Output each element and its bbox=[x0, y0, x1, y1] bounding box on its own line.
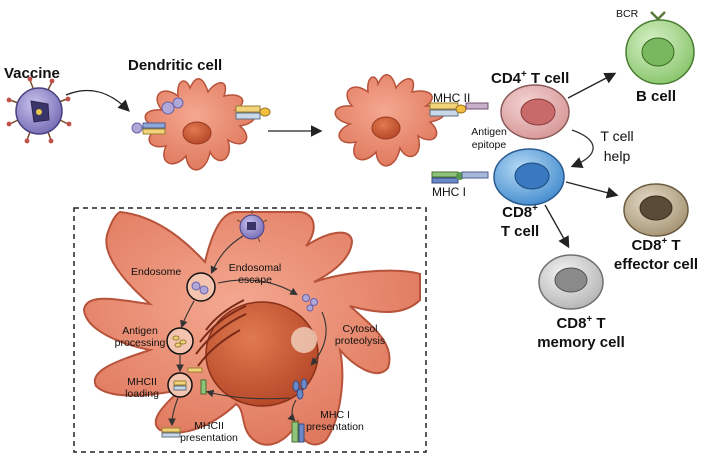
effector-arrow bbox=[565, 181, 619, 199]
cd8-line2: T cell bbox=[500, 223, 540, 240]
cd8-memory-text: CD8 bbox=[556, 315, 587, 332]
dendritic-cell-2 bbox=[334, 74, 467, 184]
b-cell-label: B cell bbox=[636, 88, 677, 105]
cd8-memory-superscript: + bbox=[586, 314, 593, 325]
uptake-arrow bbox=[65, 89, 130, 112]
cd8-effector-superscript: + bbox=[661, 236, 668, 247]
cd8-memory-cell bbox=[538, 254, 604, 310]
mhc1-presentation-label: MHC I presentation bbox=[300, 409, 370, 433]
dendritic-cell-label: Dendritic cell bbox=[128, 57, 223, 74]
b-cell-arrow bbox=[567, 72, 617, 99]
antigen-processing-line2: processing bbox=[114, 337, 166, 349]
mhc2-presentation-line2: presentation bbox=[180, 432, 238, 444]
mhc2-label: MHC II bbox=[433, 91, 471, 105]
cd8-memory-label: CD8+ T memory cell bbox=[526, 314, 636, 352]
cd8-superscript: + bbox=[532, 203, 538, 214]
t-cell-help-label: T cell help bbox=[593, 126, 641, 166]
cytosol-line2: proteolysis bbox=[334, 335, 386, 347]
cd8-t-cell-label: CD8+ T cell bbox=[492, 203, 548, 241]
mhc1-peptides bbox=[292, 378, 308, 400]
bcr-label: BCR bbox=[616, 8, 639, 20]
cd8-effector-text: CD8 bbox=[631, 237, 662, 254]
antigen-epitope-label: Antigen epitope bbox=[463, 126, 515, 152]
cd8-text: CD8 bbox=[502, 204, 533, 221]
mhc1-label: MHC I bbox=[432, 185, 466, 199]
cytosol-line1: Cytosol bbox=[342, 323, 378, 335]
vaccine-particle bbox=[6, 76, 72, 144]
escape-vesicles bbox=[302, 294, 318, 312]
cd8-t-cell bbox=[461, 148, 565, 206]
cytosol-proteolysis-label: Cytosol proteolysis bbox=[330, 323, 390, 347]
cd4-tail: T cell bbox=[526, 70, 570, 87]
cd8-memory-tail: T bbox=[592, 315, 606, 332]
vaccine-label: Vaccine bbox=[4, 65, 60, 82]
mhc1-inset-molecule bbox=[291, 421, 305, 443]
b-cell bbox=[625, 11, 695, 85]
mhc2-inset-molecule bbox=[161, 427, 181, 438]
mhc2-presentation-line1: MHCII bbox=[194, 420, 224, 432]
cd8-memory-line2: memory cell bbox=[537, 334, 625, 351]
t-cell-help-arrow bbox=[570, 129, 594, 168]
antigen-epitope-line1: Antigen bbox=[471, 126, 507, 138]
mhc2-loading-label: MHCII loading bbox=[120, 376, 164, 400]
cd8-effector-cell bbox=[623, 183, 689, 237]
t-cell-help-line1: T cell bbox=[600, 128, 634, 144]
cd4-t-cell bbox=[465, 84, 570, 140]
cd8-effector-line2: effector cell bbox=[613, 256, 699, 273]
mhc1-presentation-line2: presentation bbox=[306, 421, 364, 433]
endosomal-escape-line1: Endosomal bbox=[228, 262, 282, 274]
cd4-t-cell-label: CD4+ T cell bbox=[491, 70, 569, 87]
cd8-effector-tail: T bbox=[667, 237, 681, 254]
pathway-arrows bbox=[168, 235, 327, 427]
mhc2-loading-line1: MHCII bbox=[127, 376, 157, 388]
antigen-processing-label: Antigen processing bbox=[112, 325, 168, 349]
mhc1-presentation-line1: MHC I bbox=[320, 409, 350, 421]
endosomal-escape-line2: escape bbox=[238, 274, 272, 286]
mhc2-presentation-label: MHCII presentation bbox=[174, 420, 244, 444]
cd8-effector-label: CD8+ T effector cell bbox=[604, 236, 708, 274]
antigen-epitope-line2: epitope bbox=[471, 139, 507, 151]
antigen-processing-line1: Antigen bbox=[122, 325, 158, 337]
dendritic-cell-1 bbox=[131, 78, 271, 171]
memory-arrow bbox=[544, 204, 570, 249]
t-cell-help-line2: help bbox=[603, 148, 631, 164]
endosomal-escape-label: Endosomal escape bbox=[223, 262, 287, 286]
inset-vaccine-particle bbox=[236, 210, 268, 243]
endosome-label: Endosome bbox=[131, 266, 182, 278]
cd4-text: CD4 bbox=[491, 70, 522, 87]
mhc2-loading-line2: loading bbox=[125, 388, 159, 400]
er-molecules bbox=[187, 367, 207, 395]
cd4-superscript: + bbox=[521, 69, 527, 80]
